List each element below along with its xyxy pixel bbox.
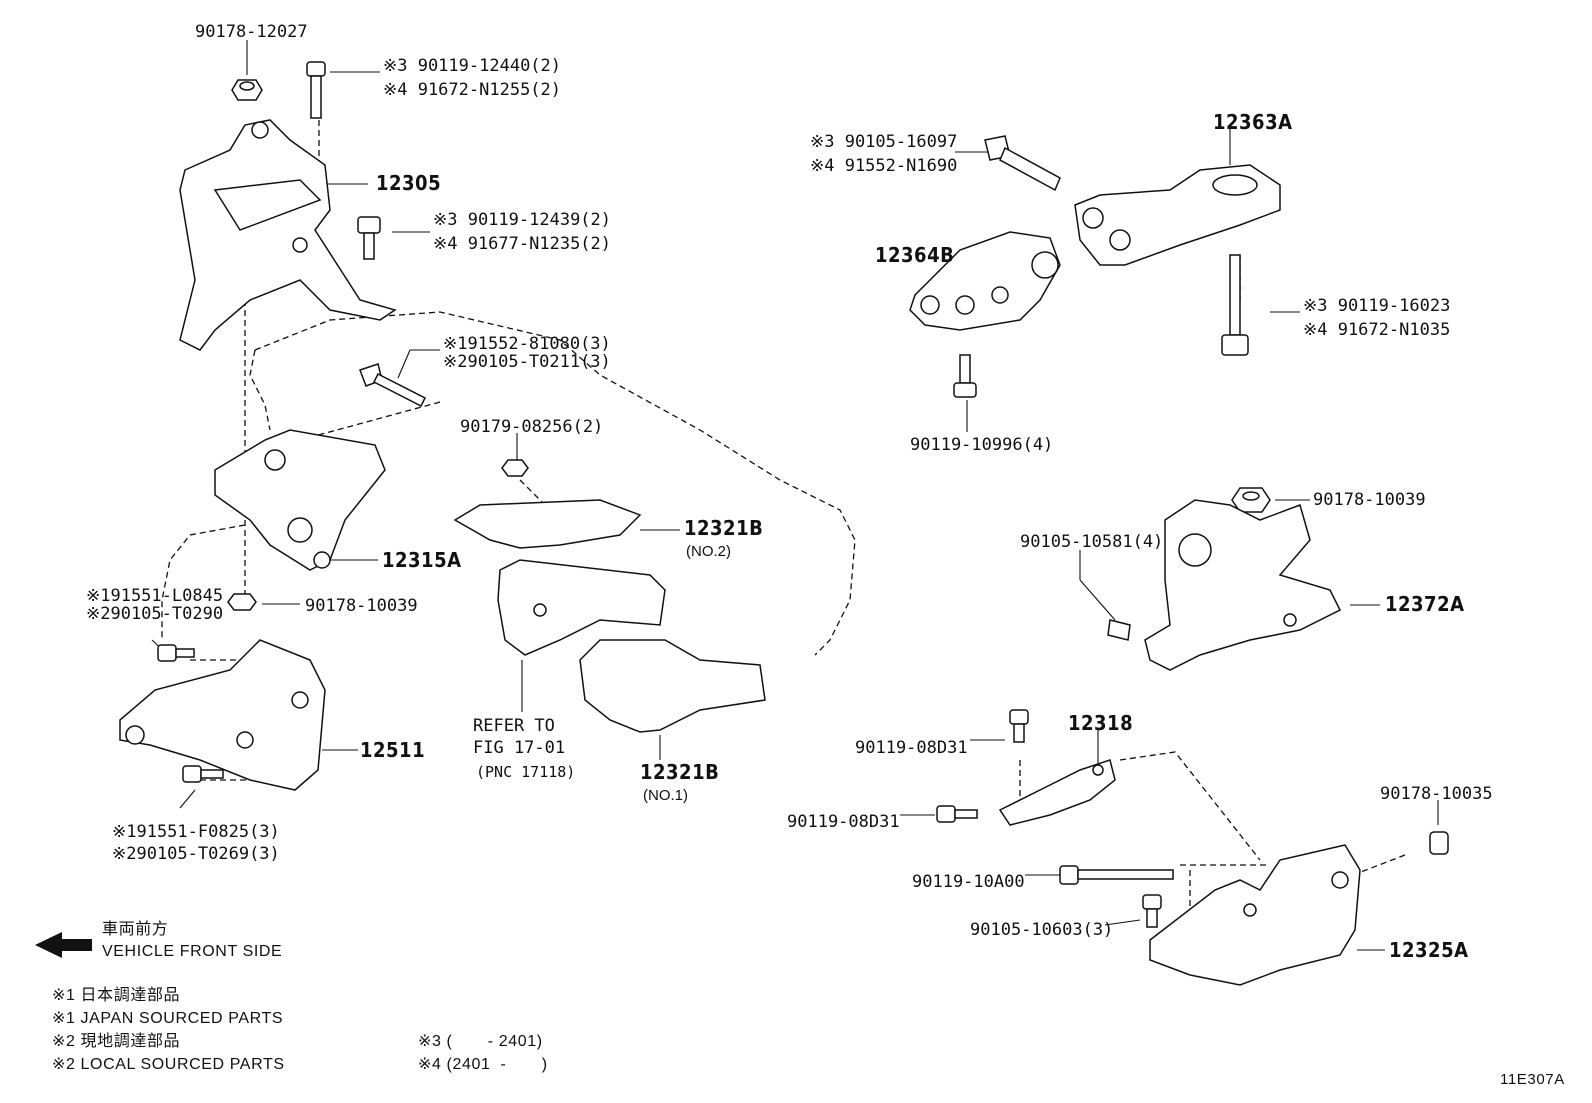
callout-part-12321B-no1: 12321B [640, 760, 720, 784]
callout-part-12321B-no1-note: (NO.1) [643, 787, 688, 804]
legend-front-en: VEHICLE FRONT SIDE [102, 943, 283, 960]
callout-bolt-91672-N1035: ※4 91672-N1035 [1303, 320, 1451, 340]
callout-bolt-91551-L0845: ※191551-L0845 [86, 586, 224, 606]
legend-note2-en: ※2 LOCAL SOURCED PARTS [52, 1056, 285, 1073]
callout-part-12325A: 12325A [1389, 938, 1469, 962]
callout-bolt-90105-T0290: ※290105-T0290 [86, 604, 224, 624]
callout-refer-fig: FIG 17-01 [473, 738, 566, 758]
callout-refer-pnc: (PNC 17118) [476, 763, 576, 781]
callout-part-12363A: 12363A [1213, 110, 1293, 134]
callout-part-12305: 12305 [376, 171, 442, 195]
callout-part-12318: 12318 [1068, 711, 1134, 735]
legend-note2-jp: ※2 現地調達部品 [52, 1033, 181, 1050]
callout-bolt-90105-10581: 90105-10581(4) [1020, 532, 1164, 552]
callout-refer-to: REFER TO [473, 716, 555, 736]
callout-part-12321B-no2-note: (NO.2) [686, 543, 731, 560]
callout-bolt-90105-16097: ※3 90105-16097 [810, 132, 958, 152]
legend-note1-jp: ※1 日本調達部品 [52, 987, 181, 1004]
callout-bolt-90119-08D31-left: 90119-08D31 [787, 812, 900, 832]
callout-bolt-90119-10A00: 90119-10A00 [912, 872, 1025, 892]
figure-id: 11E307A [1500, 1071, 1565, 1088]
legend-note1-en: ※1 JAPAN SOURCED PARTS [52, 1010, 284, 1027]
legend-front-jp: 車両前方 [102, 921, 169, 938]
callout-nut-90178-12027: 90178-12027 [195, 22, 308, 42]
legend-note4: ※4 (2401 - ) [418, 1056, 548, 1073]
callout-bolt-90119-08D31-top: 90119-08D31 [855, 738, 968, 758]
front-arrow-icon [35, 932, 92, 958]
callout-bolt-91551-F0825: ※191551-F0825(3) [112, 822, 280, 842]
callout-bolt-90119-10996: 90119-10996(4) [910, 435, 1054, 455]
callout-bolt-90119-12439: ※3 90119-12439(2) [433, 210, 612, 230]
callout-bolt-90105-T0269: ※290105-T0269(3) [112, 844, 280, 864]
callout-bolt-91672-N1255: ※4 91672-N1255(2) [383, 80, 562, 100]
callout-part-12315A: 12315A [382, 548, 462, 572]
callout-bolt-91677-N1235: ※4 91677-N1235(2) [433, 234, 612, 254]
callout-bolt-90119-12440: ※3 90119-12440(2) [383, 56, 562, 76]
callout-part-12364B: 12364B [875, 243, 955, 267]
callout-bolt-90105-T0211: ※290105-T0211(3) [443, 352, 611, 372]
callout-bolt-91552-81080: ※191552-81080(3) [443, 334, 611, 354]
callout-part-12511: 12511 [360, 738, 426, 762]
callout-part-12372A: 12372A [1385, 592, 1465, 616]
callout-bolt-90119-16023: ※3 90119-16023 [1303, 296, 1451, 316]
callout-nut-90178-10039-left: 90178-10039 [305, 596, 418, 616]
callout-nut-90179-08256: 90179-08256(2) [460, 417, 604, 437]
legend-note3: ※3 ( - 2401) [418, 1033, 543, 1050]
callout-nut-90178-10035: 90178-10035 [1380, 784, 1493, 804]
callout-part-12321B-no2: 12321B [684, 516, 764, 540]
callout-bolt-90105-10603: 90105-10603(3) [970, 920, 1114, 940]
callout-nut-90178-10039-right: 90178-10039 [1313, 490, 1426, 510]
callout-bolt-91552-N1690: ※4 91552-N1690 [810, 156, 958, 176]
